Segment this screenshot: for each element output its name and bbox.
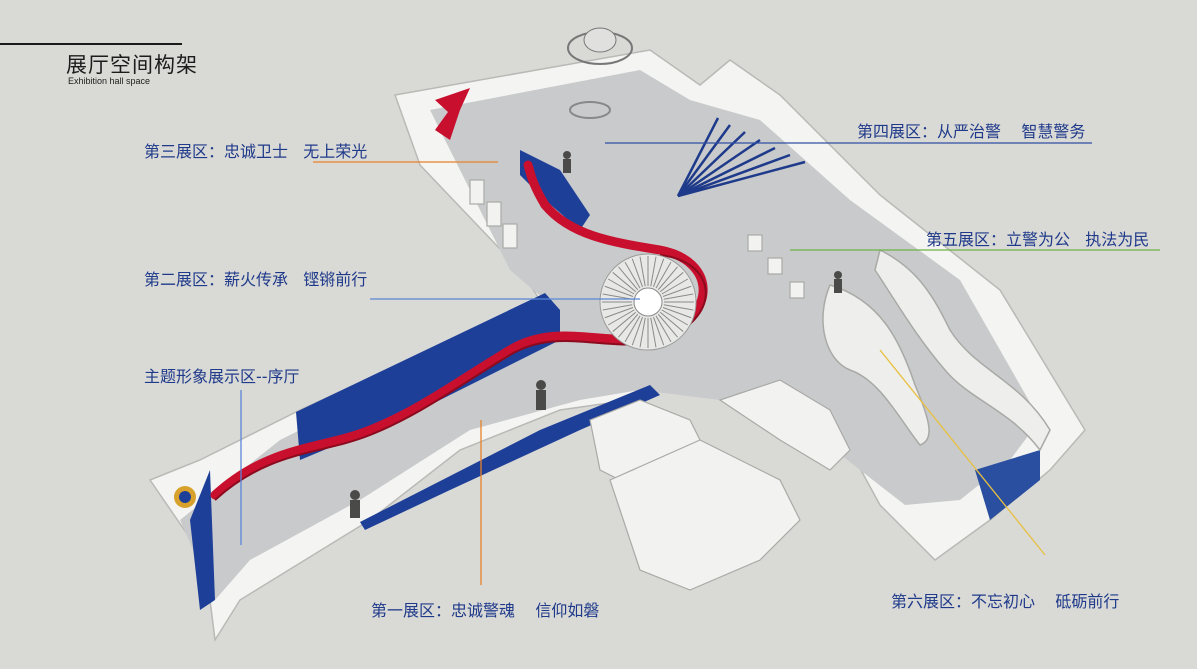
dome-installation [567, 27, 633, 119]
leader-lines [240, 142, 1160, 585]
zone-1-label: 第一展区：忠诚警魂 信仰如磐 [371, 601, 600, 620]
zone-2-label: 第二展区：薪火传承 铿锵前行 [144, 270, 368, 289]
zone-5-label: 第五展区：立警为公 执法为民 [926, 230, 1150, 249]
zone-0-label: 主题形象展示区--序厅 [144, 367, 300, 386]
radial-sculpture [599, 253, 697, 351]
curved-walls [822, 248, 1051, 452]
zone-4-label: 第四展区：从严治警 智慧警务 [857, 122, 1086, 141]
zone-3-label: 第三展区：忠诚卫士 无上荣光 [144, 142, 368, 161]
partitions [469, 179, 851, 591]
visitor-figures [350, 151, 842, 518]
page-subtitle: Exhibition hall space [68, 76, 151, 86]
blue-walls [190, 150, 1040, 610]
police-badge-icon [174, 486, 196, 508]
title-rule [0, 43, 182, 45]
page-title: 展厅空间构架 [66, 53, 198, 77]
red-chevron-emblem [435, 88, 470, 140]
zone-6-label: 第六展区：不忘初心 砥砺前行 [891, 592, 1120, 611]
fan-lines [676, 117, 806, 198]
